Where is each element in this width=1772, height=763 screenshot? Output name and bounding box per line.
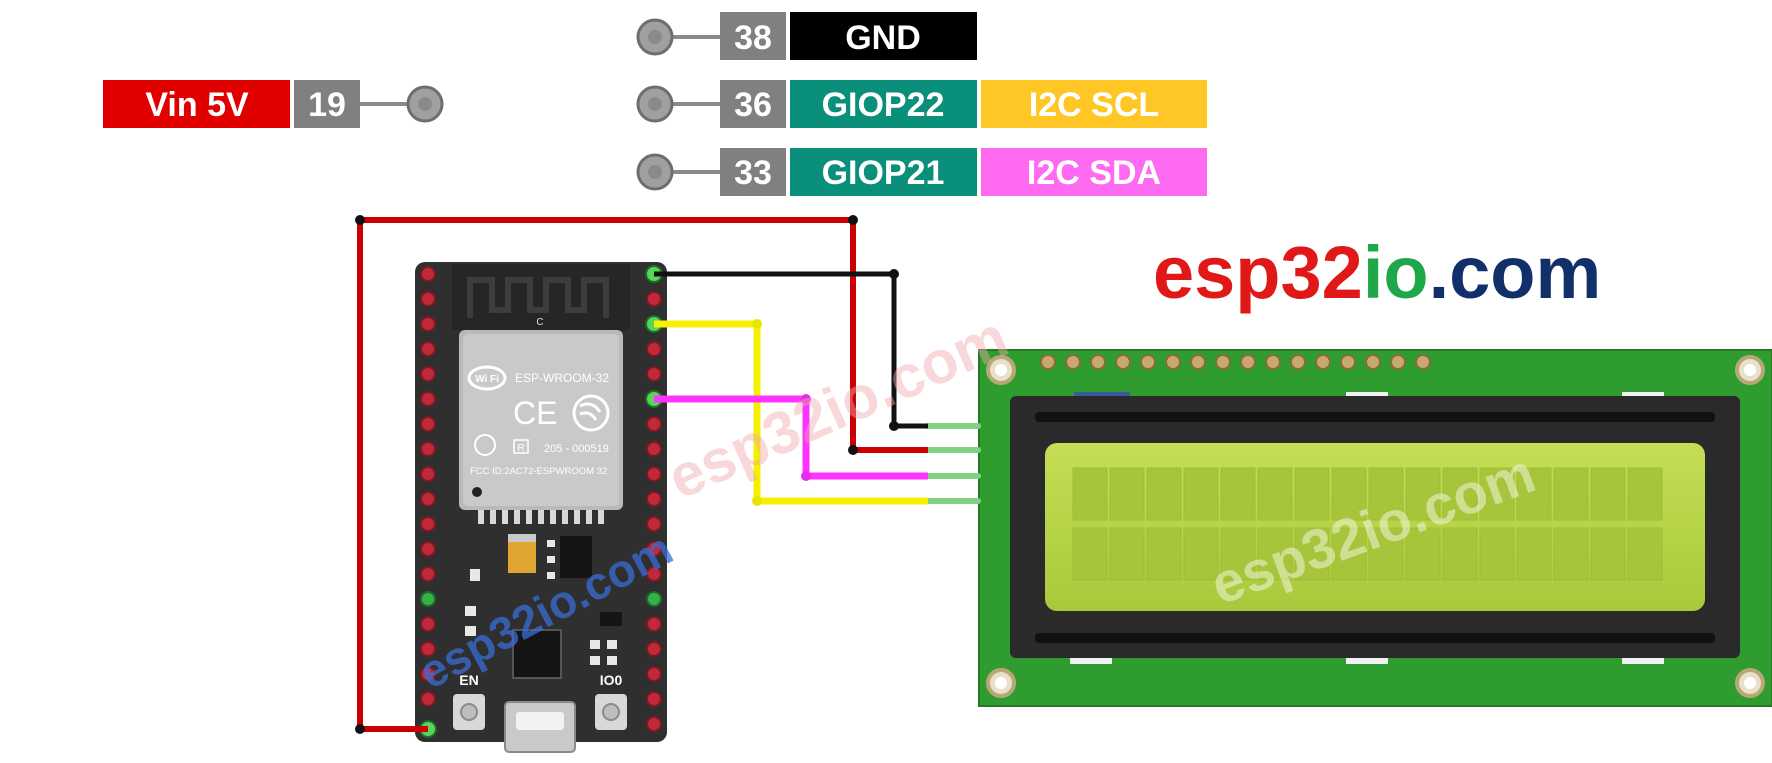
pin-name: GND: [845, 19, 921, 57]
pin-function-box: [981, 148, 1207, 196]
wifi-label: Wi Fi: [475, 374, 499, 385]
pin-row-gnd: 38 GND: [636, 12, 977, 60]
esp32-board: C Wi Fi ESP-WROOM-32 CE R 205 - 000519 F…: [415, 262, 667, 753]
espressif-logo-icon: [572, 394, 610, 432]
wire-vin: [357, 217, 928, 732]
pin-row-sda: 33 GIOP21 I2C SDA: [636, 148, 1207, 196]
pin-number: 38: [734, 19, 772, 57]
module-label: ESP-WROOM-32: [515, 371, 609, 385]
pin-number: 33: [734, 154, 772, 192]
cert-code: 205 - 000519: [544, 443, 609, 455]
wire-gnd: [654, 271, 928, 429]
pin-name-box: [790, 148, 977, 196]
pin-name-box: [790, 80, 977, 128]
capacitor: [508, 541, 536, 573]
pin-name: GIOP22: [822, 86, 945, 124]
pin-number-box: [720, 80, 786, 128]
r-mark: R: [517, 443, 524, 454]
en-label: EN: [459, 672, 478, 688]
lcd-1602-i2c: [925, 349, 1772, 707]
esp32-right-header: [645, 265, 663, 732]
wifi-logo-icon: [467, 365, 507, 391]
pin-name: GIOP21: [822, 154, 945, 192]
pin-number: 19: [308, 86, 346, 124]
watermark-text: esp32io.com: [658, 303, 1017, 512]
lcd-i2c-pins: [925, 423, 981, 504]
lcd-header-pads: [1040, 354, 1431, 370]
pin-legend: 38 GND 36 GIOP22 I2C SCL 33 GIOP21 I2: [103, 12, 1207, 196]
wire-scl: [654, 320, 928, 505]
mounting-holes: [986, 355, 1765, 698]
pin-name-box: [103, 80, 290, 128]
pin-function: I2C SDA: [1027, 154, 1161, 192]
module-pads: [478, 510, 604, 524]
pin-row-scl: 36 GIOP22 I2C SCL: [636, 80, 1207, 128]
esp32-left-header: [419, 266, 437, 738]
brand-logo: esp32io.com: [1153, 231, 1601, 314]
pin-name-box: [790, 12, 977, 60]
pin-number-box: [720, 12, 786, 60]
pin-number: 36: [734, 86, 772, 124]
antenna-icon: [467, 277, 609, 318]
wire-sda: [654, 395, 928, 480]
usb-uart-chip: [512, 629, 562, 679]
pin-row-vin: Vin 5V 19: [103, 80, 444, 128]
regulator: [560, 536, 592, 578]
pin-name: Vin 5V: [145, 86, 249, 124]
fcc-label: FCC ID:2AC72-ESPWROOM 32: [470, 466, 607, 477]
ce-mark: CE: [513, 395, 557, 431]
wires: [355, 215, 928, 734]
io0-label: IO0: [600, 672, 623, 688]
pin-number-box: [294, 80, 360, 128]
pin-function: I2C SCL: [1029, 86, 1159, 124]
telec-logo-icon: [474, 434, 496, 456]
pin-number-box: [720, 148, 786, 196]
lcd-char-grid: [1072, 467, 1663, 581]
pin-function-box: [981, 80, 1207, 128]
antenna-mark: C: [536, 317, 543, 328]
